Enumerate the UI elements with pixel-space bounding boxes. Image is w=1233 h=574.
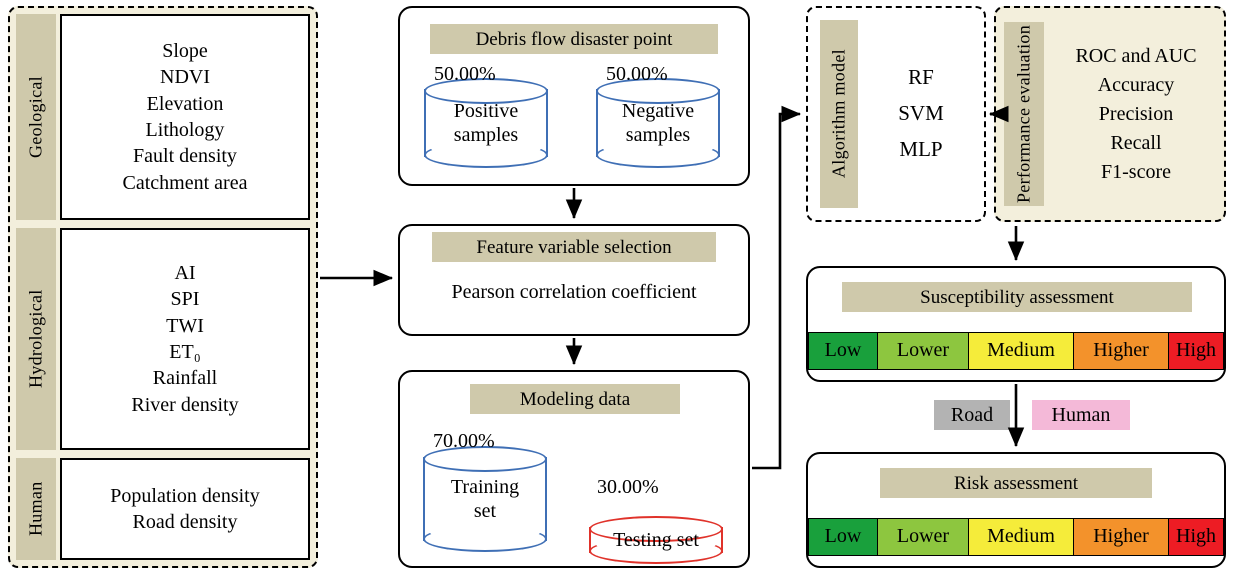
- disaster-point-title-text: Debris flow disaster point: [475, 29, 673, 50]
- group-label-human: Human: [16, 458, 56, 560]
- factor-item: Population density: [110, 484, 260, 507]
- algorithm-model-list: RF SVM MLP: [862, 20, 980, 208]
- group-label-hydrological-text: Hydrological: [25, 289, 46, 389]
- road-tag: Road: [934, 400, 1010, 430]
- training-label-line1: Training: [450, 476, 520, 498]
- group-label-hydrological: Hydrological: [16, 228, 56, 450]
- metric-item: ROC and AUC: [1075, 44, 1197, 67]
- human-tag-text: Human: [1051, 404, 1111, 426]
- disaster-point-title: Debris flow disaster point: [430, 24, 718, 54]
- training-label-line2: set: [473, 500, 497, 522]
- risk-legend: Low Lower Medium Higher High: [808, 518, 1224, 556]
- negative-label-line1: Negative: [621, 100, 695, 122]
- metric-item: Accuracy: [1097, 73, 1175, 96]
- risk-class-higher: Higher: [1074, 519, 1169, 555]
- road-tag-text: Road: [950, 404, 994, 426]
- testing-label-text: Testing set: [613, 529, 699, 551]
- factor-item: Elevation: [146, 92, 224, 115]
- susceptibility-title-text: Susceptibility assessment: [920, 287, 1114, 308]
- cylinder-top: [423, 446, 547, 472]
- negative-samples-label: Negative samples: [596, 99, 720, 147]
- feature-selection-title-text: Feature variable selection: [476, 237, 672, 258]
- group-label-geological: Geological: [16, 14, 56, 220]
- training-set-cylinder: Training set: [423, 446, 547, 552]
- cylinder-top: [596, 78, 720, 104]
- performance-evaluation-label: Performance evaluation: [1004, 22, 1044, 206]
- testing-percent-text: 30.00%: [597, 476, 659, 498]
- training-set-percent: 70.00%: [433, 430, 495, 453]
- metric-item: F1-score: [1101, 160, 1171, 183]
- group-list-geological: Slope NDVI Elevation Lithology Fault den…: [62, 16, 308, 218]
- risk-class-low: Low: [809, 519, 878, 555]
- modeling-data-title-text: Modeling data: [519, 389, 631, 410]
- group-box-geological: Slope NDVI Elevation Lithology Fault den…: [60, 14, 310, 220]
- factor-item: Rainfall: [152, 367, 218, 390]
- negative-samples-percent: 50.00%: [606, 63, 668, 86]
- cylinder-top: [589, 516, 723, 542]
- performance-evaluation-label-text: Performance evaluation: [1013, 24, 1034, 204]
- algorithm-model-label-text: Algorithm model: [828, 49, 849, 179]
- group-box-human: Population density Road density: [60, 458, 310, 560]
- risk-title-text: Risk assessment: [953, 473, 1079, 494]
- susceptibility-class-lower: Lower: [878, 333, 969, 369]
- factor-item: Lithology: [145, 119, 225, 141]
- feature-selection-body: Pearson correlation coefficient: [404, 272, 744, 312]
- positive-label-line2: samples: [453, 124, 519, 146]
- metric-item: Precision: [1098, 102, 1174, 125]
- human-tag: Human: [1032, 400, 1130, 430]
- factor-item: Road density: [132, 511, 238, 533]
- algorithm-item: RF: [908, 65, 934, 90]
- group-box-hydrological: AI SPI TWI ET₀ Rainfall River density: [60, 228, 310, 450]
- factor-item: Slope: [162, 39, 208, 62]
- group-list-hydrological: AI SPI TWI ET₀ Rainfall River density: [62, 230, 308, 448]
- group-label-human-text: Human: [25, 481, 46, 537]
- susceptibility-class-medium: Medium: [969, 333, 1074, 369]
- feature-selection-title: Feature variable selection: [432, 232, 716, 262]
- positive-samples-percent: 50.00%: [434, 63, 496, 86]
- factor-item: ET₀: [169, 341, 201, 363]
- cylinder-bottom: [596, 142, 720, 168]
- group-label-geological-text: Geological: [25, 76, 46, 158]
- susceptibility-legend: Low Lower Medium Higher High: [808, 332, 1224, 370]
- cylinder-bottom: [423, 526, 547, 552]
- factor-item: Catchment area: [122, 171, 248, 194]
- cylinder-top: [424, 78, 548, 104]
- testing-set-label: Testing set: [589, 528, 723, 552]
- susceptibility-class-high: High: [1169, 333, 1223, 369]
- modeling-data-title: Modeling data: [470, 384, 680, 414]
- group-list-human: Population density Road density: [62, 460, 308, 558]
- testing-set-cylinder: Testing set: [589, 516, 723, 564]
- testing-set-percent: 30.00%: [597, 476, 659, 499]
- susceptibility-class-higher: Higher: [1074, 333, 1169, 369]
- risk-class-medium: Medium: [969, 519, 1074, 555]
- susceptibility-class-low: Low: [809, 333, 878, 369]
- factor-item: TWI: [166, 314, 204, 337]
- factor-item: Fault density: [133, 145, 237, 168]
- positive-label-line1: Positive: [453, 100, 519, 122]
- positive-samples-label: Positive samples: [424, 99, 548, 147]
- risk-class-lower: Lower: [878, 519, 969, 555]
- negative-percent-text: 50.00%: [606, 63, 668, 85]
- positive-percent-text: 50.00%: [434, 63, 496, 85]
- algorithm-model-label: Algorithm model: [820, 20, 858, 208]
- factor-item: River density: [131, 393, 239, 416]
- risk-class-high: High: [1169, 519, 1223, 555]
- negative-samples-cylinder: Negative samples: [596, 78, 720, 168]
- factor-item: AI: [174, 261, 196, 284]
- metric-item: Recall: [1110, 131, 1162, 154]
- algorithm-item: MLP: [899, 136, 943, 161]
- training-percent-text: 70.00%: [433, 430, 495, 452]
- risk-title: Risk assessment: [880, 468, 1152, 498]
- feature-selection-body-text: Pearson correlation coefficient: [451, 280, 697, 303]
- factor-item: SPI: [170, 288, 200, 311]
- cylinder-bottom: [589, 538, 723, 564]
- training-set-label: Training set: [423, 475, 547, 523]
- performance-evaluation-list: ROC and AUC Accuracy Precision Recall F1…: [1048, 18, 1224, 210]
- algorithm-item: SVM: [898, 101, 944, 126]
- susceptibility-title: Susceptibility assessment: [842, 282, 1192, 312]
- negative-label-line2: samples: [625, 124, 691, 146]
- factor-item: NDVI: [160, 66, 210, 89]
- cylinder-bottom: [424, 142, 548, 168]
- positive-samples-cylinder: Positive samples: [424, 78, 548, 168]
